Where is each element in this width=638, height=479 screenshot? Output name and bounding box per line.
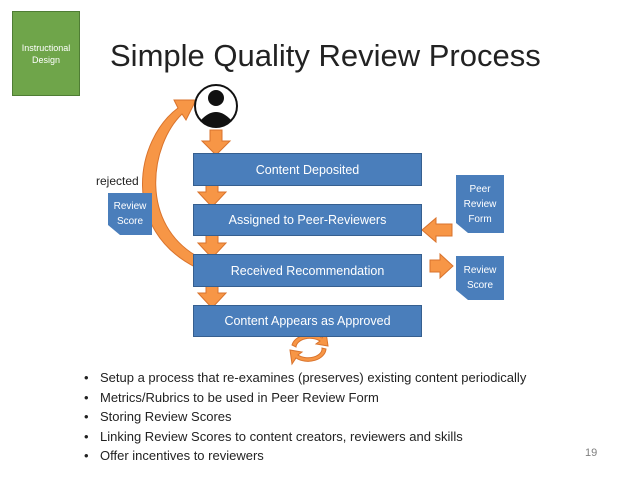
doc-label: Review Score xyxy=(463,265,497,291)
step-label: Content Deposited xyxy=(255,162,360,177)
bullet-item: •Storing Review Scores xyxy=(84,409,232,424)
right-arrow-to-score xyxy=(429,252,454,280)
rejected-curve-arrow xyxy=(142,99,201,269)
bullet-item: •Setup a process that re-examines (prese… xyxy=(84,370,527,385)
step-label: Content Appears as Approved xyxy=(224,314,391,328)
left-review-score-doc: Review Score xyxy=(108,193,152,235)
bullet-list: •Setup a process that re-examines (prese… xyxy=(80,368,526,466)
doc-label: Peer Review Form xyxy=(463,183,497,225)
bullet-item: •Metrics/Rubrics to be used in Peer Revi… xyxy=(84,389,379,405)
rejected-label: rejected xyxy=(96,174,139,188)
doc-label: Review Score xyxy=(113,201,147,227)
step-content-deposited: Content Deposited xyxy=(193,153,422,186)
bullet-item: •Linking Review Scores to content creato… xyxy=(84,428,463,444)
peer-review-form-doc: Peer Review Form xyxy=(456,175,504,233)
step-received-recommendation: Received Recommendation xyxy=(193,254,422,287)
left-arrow-from-form xyxy=(421,216,453,244)
down-arrow-1 xyxy=(200,129,232,156)
badge-label: Instructional Design xyxy=(21,42,71,65)
right-review-score-doc: Review Score xyxy=(456,256,504,300)
page-number: 19 xyxy=(585,447,598,459)
bullet-item: •Offer incentives to reviewers xyxy=(84,448,264,463)
step-content-appears-approved: Content Appears as Approved xyxy=(193,305,422,337)
person-icon xyxy=(194,84,238,128)
step-label: Assigned to Peer-Reviewers xyxy=(228,213,387,227)
step-label: Received Recommendation xyxy=(230,263,385,278)
slide-title: Simple Quality Review Process xyxy=(110,38,541,73)
step-assigned-to-peer-reviewers: Assigned to Peer-Reviewers xyxy=(193,204,422,236)
instructional-design-badge: Instructional Design xyxy=(12,11,80,96)
